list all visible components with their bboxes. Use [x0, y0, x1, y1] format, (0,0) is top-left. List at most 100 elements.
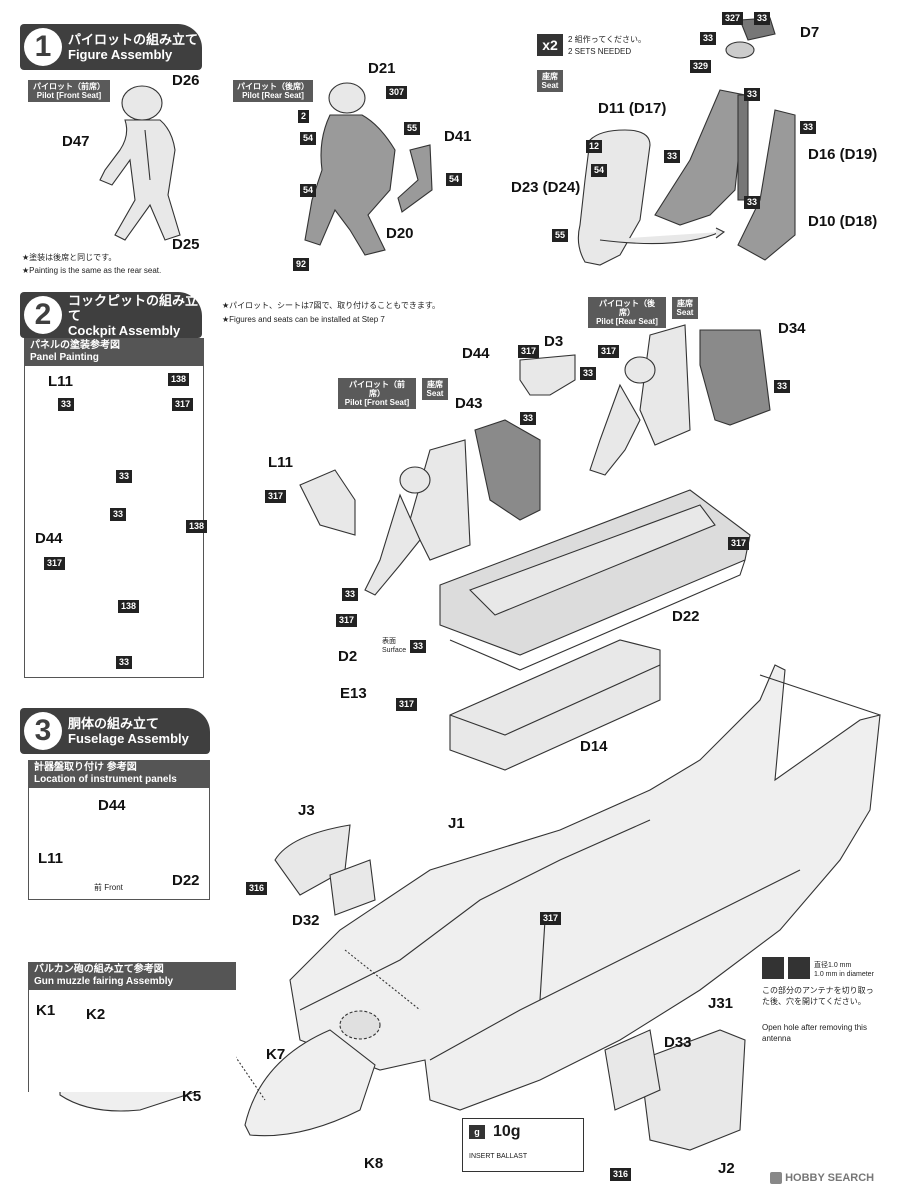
watermark-text: HOBBY SEARCH	[785, 1172, 875, 1184]
panel-painting-title-en: Panel Painting	[30, 352, 99, 363]
paint-33-rail: 33	[744, 88, 761, 101]
part-K8: K8	[364, 1155, 384, 1172]
part-J1: J1	[448, 815, 465, 832]
paint-33-d16: 33	[800, 121, 817, 134]
nose-fairing-K8	[339, 1010, 381, 1040]
part-E13: E13	[340, 685, 367, 702]
paint-33-d2: 33	[342, 588, 359, 601]
paint-317-p1: 317	[172, 398, 194, 411]
part-D11: D11 (D17)	[598, 100, 667, 117]
cockpit-pilots	[364, 324, 691, 596]
surface-label: 表面 Surface	[382, 638, 407, 654]
part-D21: D21	[368, 60, 396, 77]
part-D20: D20	[386, 225, 414, 242]
paint-12: 12	[586, 140, 603, 153]
paint-317-p2: 317	[44, 557, 66, 570]
paint-33-p1: 33	[58, 398, 75, 411]
tag-pilot-front: パイロット（前席） Pilot [Front Seat]	[28, 80, 110, 102]
step2-number: 2	[24, 296, 62, 334]
x2-note-en: 2 SETS NEEDED	[568, 47, 632, 56]
paint-33-p3: 33	[110, 508, 127, 521]
part-D10: D10 (D18)	[808, 213, 878, 230]
part-D47: D47	[62, 133, 90, 150]
hole-note-ja: この部分のアンテナを切り取った後、穴を開けてください。	[762, 986, 874, 1006]
step3-number: 3	[24, 712, 62, 750]
step3-title-en: Fuselage Assembly	[68, 731, 189, 746]
part-K1: K1	[36, 1002, 56, 1019]
paint-33-d43: 33	[520, 412, 537, 425]
step1-header: 1 パイロットの組み立て Figure Assembly	[20, 24, 202, 70]
nose-cone-K7	[244, 1029, 376, 1137]
pilot-front-figure	[99, 85, 181, 241]
ballast-weight: 10g	[493, 1123, 521, 1140]
instrument-location-title-ja: 計器盤取り付け 参考図	[34, 762, 137, 773]
part-J31: J31	[708, 995, 734, 1012]
paint-54-c: 54	[446, 173, 463, 186]
part-D2: D2	[338, 648, 358, 665]
paint-138-b: 138	[186, 520, 208, 533]
hole-note-en: Open hole after removing this antenna	[762, 1023, 867, 1043]
instrument-location-title: 計器盤取り付け 参考図 Location of instrument panel…	[28, 760, 210, 788]
paint-55-seat: 55	[552, 229, 569, 242]
step2-header: 2 コックピットの組み立て Cockpit Assembly	[20, 292, 202, 338]
step1-number: 1	[24, 28, 62, 66]
part-K7: K7	[266, 1046, 286, 1063]
paint-316-j2: 316	[610, 1168, 632, 1181]
ballast-label: INSERT BALLAST	[469, 1153, 528, 1160]
paint-317-tub: 317	[728, 537, 750, 550]
paint-138-c: 138	[118, 600, 140, 613]
tag-pilot-rear: パイロット（後席） Pilot [Rear Seat]	[233, 80, 313, 102]
part-D44-loc: D44	[98, 797, 126, 814]
paint-316-j3: 316	[246, 882, 268, 895]
panel-painting-title: パネルの塗装参考図 Panel Painting	[24, 338, 204, 366]
install-note-en: ★Figures and seats can be installed at S…	[222, 315, 385, 324]
part-D26: D26	[172, 72, 200, 89]
paint-317-d3: 317	[598, 345, 620, 358]
part-L11-loc: L11	[38, 850, 64, 867]
part-L11-step2: L11	[268, 454, 294, 471]
step1-title-en: Figure Assembly	[68, 47, 173, 62]
part-D3: D3	[544, 333, 564, 350]
front-arrow-label: 前 Front	[94, 883, 123, 892]
part-D22-loc: D22	[172, 872, 200, 889]
x2-note-ja: 2 組作ってください。	[568, 35, 647, 44]
paint-33-d7a: 33	[754, 12, 771, 25]
side-consoles	[474, 329, 771, 521]
step3-title-ja: 胴体の組み立て	[68, 716, 160, 731]
paint-327: 327	[722, 12, 744, 25]
paint-329: 329	[690, 60, 712, 73]
paint-2: 2	[298, 110, 310, 123]
paint-33-mid: 33	[744, 196, 761, 209]
drill-icon	[762, 957, 784, 979]
part-D33: D33	[664, 1034, 692, 1051]
paint-33-d11: 33	[664, 150, 681, 163]
paint-33-e13: 33	[410, 640, 427, 653]
step2-title-ja: コックピットの組み立て	[68, 292, 199, 323]
paint-54-b: 54	[300, 184, 317, 197]
paint-33-d3: 33	[580, 367, 597, 380]
ballast-box	[449, 639, 661, 771]
intake-J2	[639, 1029, 746, 1151]
paint-33-p2: 33	[116, 470, 133, 483]
install-note-ja: ★パイロット、シートは7図で、取り付けることもできます。	[222, 301, 441, 310]
tag-pilot-rear-2: パイロット（後席） Pilot [Rear Seat]	[588, 297, 666, 328]
watermark-icon	[770, 1172, 782, 1185]
glare-shield-L11	[299, 469, 356, 536]
x2-badge: x2	[537, 34, 563, 56]
panel-D32	[329, 859, 376, 916]
tag-seat-3: 座席 Seat	[422, 378, 448, 400]
part-D25: D25	[172, 236, 200, 253]
cockpit-tub	[439, 489, 751, 671]
tag-seat-2: 座席 Seat	[672, 297, 698, 319]
part-D7: D7	[800, 24, 820, 41]
panel-painting-title-ja: パネルの塗装参考図	[30, 340, 120, 351]
part-D23: D23 (D24)	[511, 179, 581, 196]
paint-317-e13: 317	[396, 698, 418, 711]
ballast-panel: g 10g INSERT BALLAST	[462, 1118, 584, 1172]
instrument-location-title-en: Location of instrument panels	[34, 774, 177, 785]
paint-317-fuselage: 317	[540, 912, 562, 925]
part-J3: J3	[298, 802, 315, 819]
paint-33-p4: 33	[116, 656, 133, 669]
tag-seat-1: 座席 Seat	[537, 70, 563, 92]
